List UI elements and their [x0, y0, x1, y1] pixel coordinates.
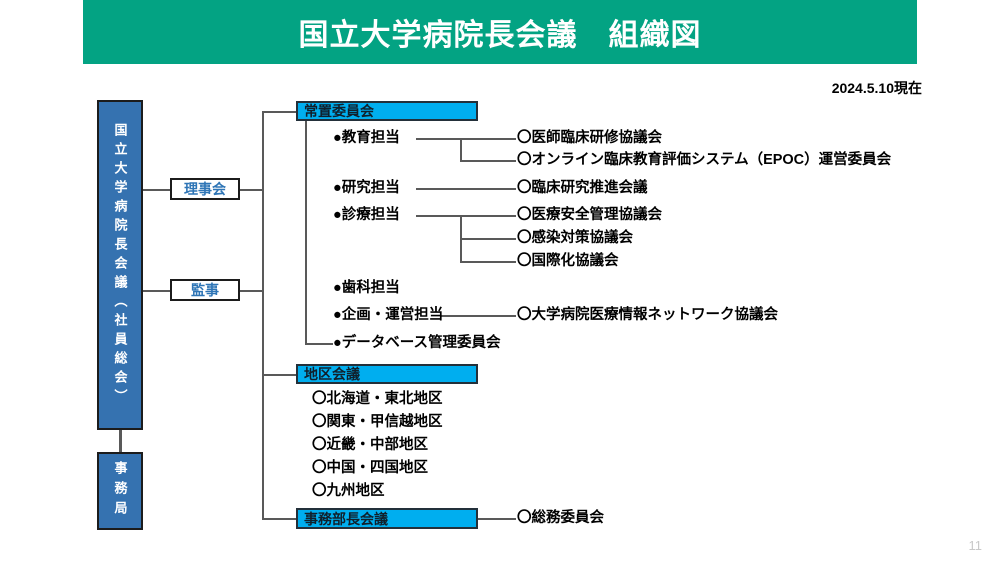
- standing-committee-spine: [305, 121, 307, 343]
- child-clinical-3[interactable]: 〇国際化協議会: [517, 253, 619, 269]
- connector-clinical-child2: [460, 238, 516, 240]
- role-dentistry[interactable]: ●歯科担当: [333, 280, 400, 296]
- box-auditor[interactable]: 監事: [170, 279, 240, 301]
- connector-trunk-to-district: [262, 374, 296, 376]
- role-database-management[interactable]: ●データベース管理委員会: [333, 335, 501, 351]
- connector-clinical-main: [416, 215, 516, 217]
- box-board-of-directors[interactable]: 理事会: [170, 178, 240, 200]
- connector-education-main: [416, 138, 516, 140]
- connector-clinical-child3: [460, 261, 516, 263]
- section-header-bureau-chiefs-meeting[interactable]: 事務部長会議: [296, 508, 478, 529]
- district-item-2[interactable]: 〇関東・甲信越地区: [312, 414, 443, 430]
- role-research[interactable]: ●研究担当: [333, 180, 400, 196]
- role-education[interactable]: ●教育担当: [333, 130, 400, 146]
- district-item-5[interactable]: 〇九州地区: [312, 483, 385, 499]
- connector-trunk-to-bureau: [262, 518, 296, 520]
- root-box-label: 国立大学病院長会議（社員総会）: [112, 122, 128, 408]
- page-title: 国立大学病院長会議 組織図: [298, 19, 702, 52]
- connector-trunk-to-standing: [262, 111, 296, 113]
- section-header-district-meeting[interactable]: 地区会議: [296, 364, 478, 384]
- child-clinical-1[interactable]: 〇医療安全管理協議会: [517, 207, 662, 223]
- connector-education-drop: [460, 138, 462, 160]
- page-number: 11: [968, 538, 983, 553]
- connector-research-main: [416, 188, 516, 190]
- main-vertical-trunk: [262, 111, 264, 519]
- district-item-1[interactable]: 〇北海道・東北地区: [312, 391, 443, 407]
- child-education-1[interactable]: 〇医師臨床研修協議会: [517, 130, 662, 146]
- child-general-affairs-committee[interactable]: 〇総務委員会: [517, 510, 604, 526]
- connector-auditor-stub: [240, 290, 262, 292]
- connector-root-to-board: [143, 189, 170, 191]
- connector-board-to-trunk: [240, 189, 263, 191]
- child-education-2[interactable]: 〇オンライン臨床教育評価システム（EPOC）運営委員会: [517, 152, 892, 168]
- child-planning-1[interactable]: 〇大学病院医療情報ネットワーク協議会: [517, 307, 778, 323]
- connector-root-to-auditor: [143, 290, 170, 292]
- role-clinical[interactable]: ●診療担当: [333, 207, 400, 223]
- slide-title-bar: 国立大学病院長会議 組織図: [83, 0, 917, 64]
- district-item-3[interactable]: 〇近畿・中部地区: [312, 437, 428, 453]
- district-item-4[interactable]: 〇中国・四国地区: [312, 460, 428, 476]
- as-of-date: 2024.5.10現在: [831, 80, 922, 96]
- child-research-1[interactable]: 〇臨床研究推進会議: [517, 180, 648, 196]
- secretariat-label: 事務局: [112, 461, 128, 521]
- section-header-standing-committee[interactable]: 常置委員会: [296, 101, 478, 121]
- connector-planning-main: [441, 315, 516, 317]
- root-box-secretariat[interactable]: 事務局: [97, 452, 143, 530]
- connector-bureau-to-general-affairs: [478, 518, 516, 520]
- child-clinical-2[interactable]: 〇感染対策協議会: [517, 230, 633, 246]
- connector-root-to-secretariat: [119, 430, 122, 452]
- connector-spine-to-database: [305, 343, 333, 345]
- root-box-main-assembly[interactable]: 国立大学病院長会議（社員総会）: [97, 100, 143, 430]
- role-planning-operations[interactable]: ●企画・運営担当: [333, 307, 444, 323]
- connector-education-child2: [460, 160, 516, 162]
